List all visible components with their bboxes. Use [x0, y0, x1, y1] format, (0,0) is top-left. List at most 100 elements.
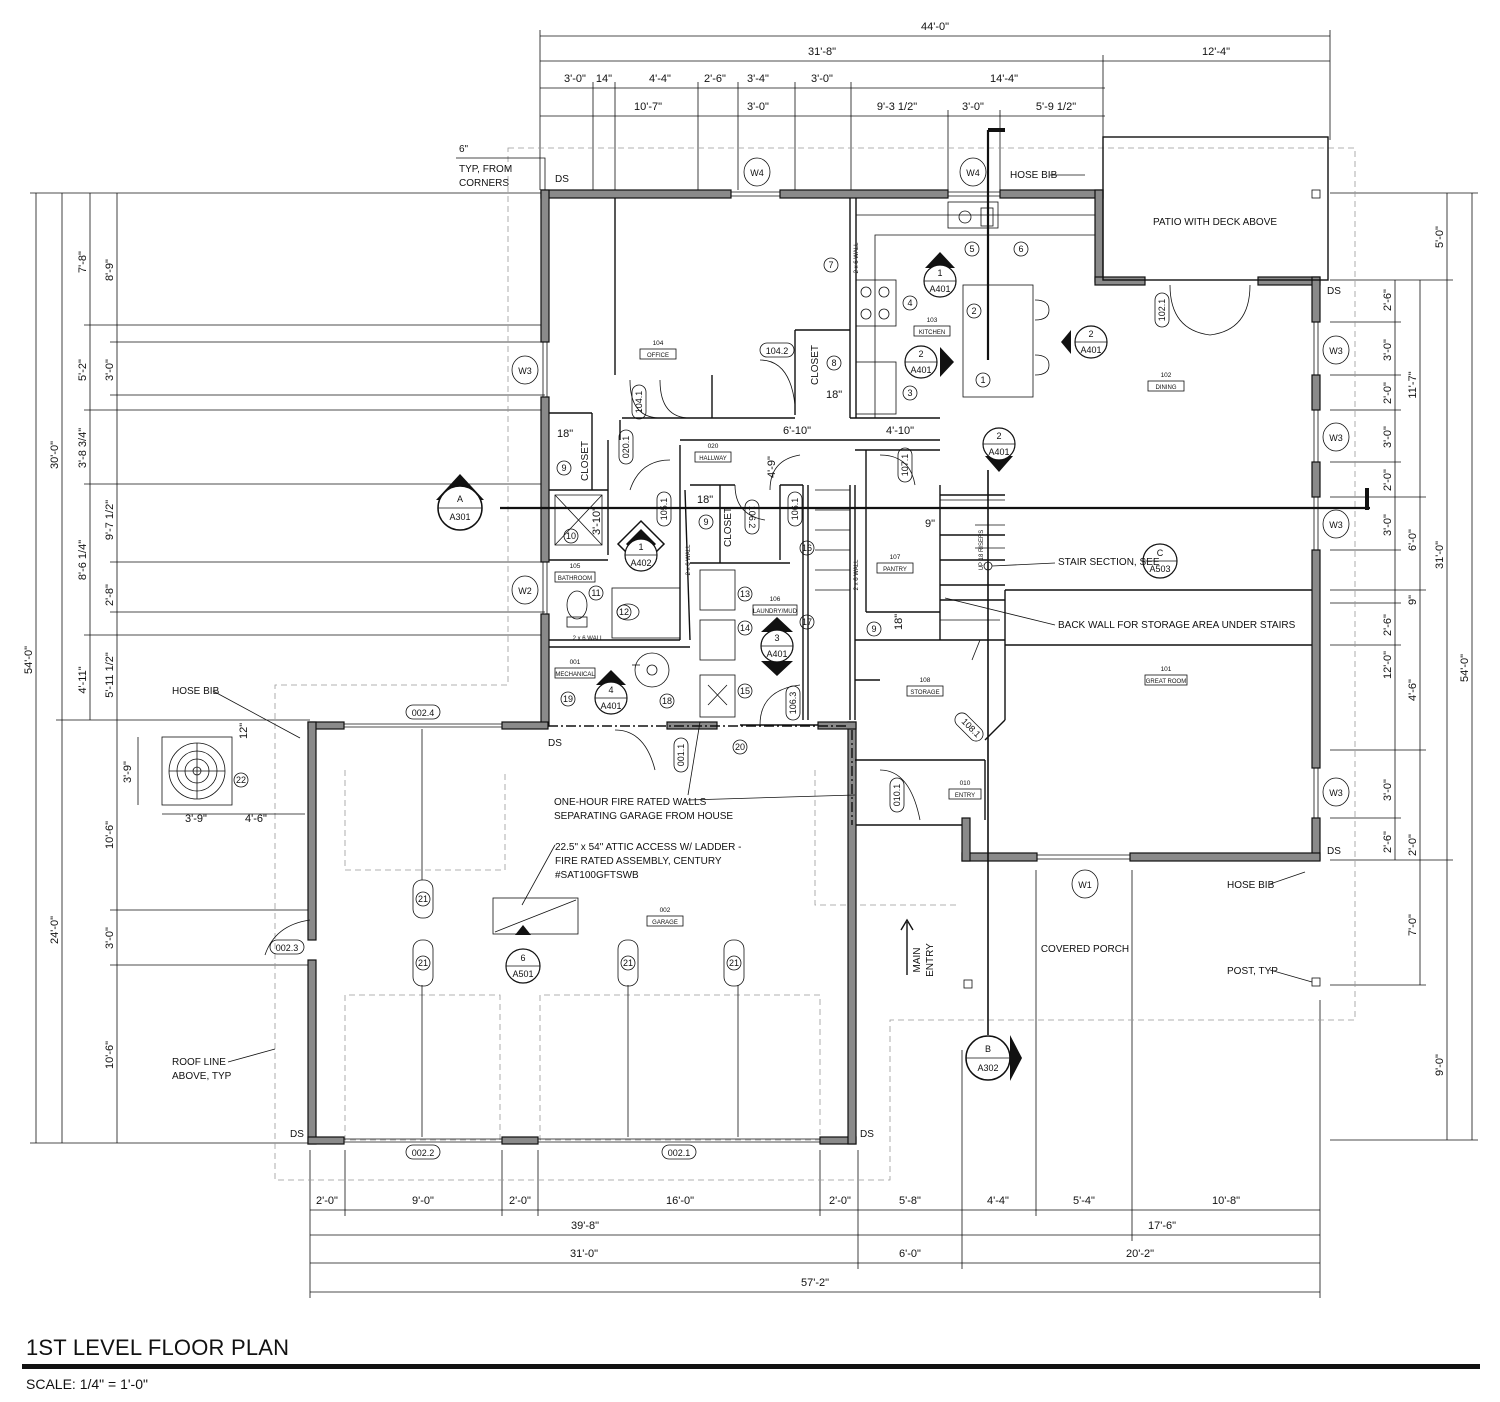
window-tag: W3 — [511, 355, 539, 385]
window-tag: W3 — [1322, 422, 1350, 452]
svg-text:W3: W3 — [1329, 520, 1343, 530]
note-hose-bib-left: HOSE BIB — [172, 686, 220, 697]
dim-right-c4-0: 2'-6" — [1382, 289, 1394, 311]
svg-text:A401: A401 — [929, 284, 950, 294]
dim-left-c4-3: 2'-8" — [104, 584, 116, 606]
door-tag-002-4: 002.4 — [405, 704, 441, 720]
door-tag-106-1: 106.1 — [787, 491, 803, 527]
svg-text:6: 6 — [520, 953, 525, 963]
roof-line-outline — [274, 147, 1356, 1181]
note-ds-4: DS — [548, 738, 562, 749]
note-ds-1: DS — [555, 174, 569, 185]
svg-text:A: A — [457, 494, 463, 504]
dim-bot-5: 5'-8" — [899, 1195, 921, 1207]
dim-right-c2-1: 31'-0" — [1434, 541, 1446, 569]
svg-text:GARAGE: GARAGE — [652, 920, 678, 926]
dim-right-c3-1: 6'-0" — [1407, 529, 1419, 551]
dim-right-c4-5: 3'-0" — [1382, 514, 1394, 536]
svg-text:B: B — [985, 1044, 991, 1054]
keynote-3: 3 — [902, 385, 918, 401]
svg-text:MECHANICAL: MECHANICAL — [555, 672, 595, 678]
window-tag: W4 — [959, 157, 987, 187]
note-back-wall: BACK WALL FOR STORAGE AREA UNDER STAIRS — [1058, 620, 1296, 631]
dim-top-row2-b: 12'-4" — [1202, 46, 1230, 58]
window-tag: W1 — [1071, 869, 1099, 899]
svg-text:103: 103 — [927, 317, 938, 324]
svg-text:11: 11 — [591, 588, 600, 598]
keynote-21-a: 21 — [412, 879, 434, 919]
dim-bot-2: 2'-0" — [509, 1195, 531, 1207]
note-hose-bib-top: HOSE BIB — [1010, 170, 1058, 181]
svg-text:W3: W3 — [518, 366, 532, 376]
keynote-4: 4 — [902, 295, 918, 311]
svg-text:21: 21 — [418, 958, 428, 968]
elev-marker-2-a401-section: 2 A401 — [982, 427, 1016, 472]
svg-text:A302: A302 — [977, 1063, 998, 1073]
dim-3-9-v: 3'-9" — [122, 761, 134, 783]
dim-18-a: 18" — [557, 428, 573, 440]
section-marker-a503: C A503 — [1142, 543, 1178, 579]
svg-text:4: 4 — [907, 298, 912, 308]
svg-text:2: 2 — [996, 431, 1001, 441]
svg-text:ENTRY: ENTRY — [955, 793, 975, 799]
door-tag-108-1: 108.1 — [954, 712, 984, 742]
svg-text:3: 3 — [774, 633, 779, 643]
note-covered-porch: COVERED PORCH — [1041, 944, 1129, 955]
dim-3-10: 3'-10" — [591, 507, 603, 535]
svg-text:9: 9 — [871, 624, 876, 634]
keynote-11: 11 — [588, 585, 604, 601]
dim-bot-r2-0: 39'-8" — [571, 1220, 599, 1232]
door-tag-106-3: 106.3 — [785, 685, 801, 721]
dim-left-c4-0: 8'-9" — [104, 259, 116, 281]
note-corner-typ: TYP, FROM — [459, 164, 512, 175]
svg-text:DINING: DINING — [1156, 385, 1177, 391]
svg-text:4: 4 — [608, 685, 613, 695]
svg-text:A401: A401 — [600, 701, 621, 711]
dim-left-c3-0: 7'-8" — [77, 251, 89, 273]
svg-text:5: 5 — [969, 244, 974, 254]
top-dimensions: 44'-0" 31'-8" 12'-4" 3'-0" 14" 4'-4" 2'-… — [539, 21, 1331, 190]
keynote-9b: 9 — [698, 514, 714, 530]
door-tag-102-1: 102.1 — [1154, 292, 1170, 328]
svg-text:PANTRY: PANTRY — [883, 567, 907, 573]
dim-left-c4-4: 5'-11 1/2" — [104, 652, 116, 698]
dim-right-c4-2: 2'-0" — [1382, 382, 1394, 404]
title-rule — [22, 1364, 1480, 1369]
note-corner-corners: CORNERS — [459, 178, 509, 189]
note-attic-3: #SAT100GFTSWB — [555, 870, 639, 881]
note-2x6-1: 2 x 6 WALL — [854, 242, 860, 273]
svg-text:002.1: 002.1 — [668, 1148, 691, 1158]
elev-marker-2-a401-dining: 2 A401 — [1061, 325, 1108, 359]
dim-top-row4-3: 3'-0" — [962, 101, 984, 113]
svg-text:108.1: 108.1 — [960, 716, 983, 739]
svg-text:18: 18 — [662, 696, 672, 706]
svg-text:107: 107 — [890, 554, 901, 561]
keynote-15: 15 — [737, 683, 753, 699]
svg-text:002.4: 002.4 — [412, 708, 435, 718]
svg-text:21: 21 — [729, 958, 739, 968]
svg-text:A401: A401 — [910, 365, 931, 375]
svg-text:21: 21 — [418, 894, 428, 904]
note-stair-risers: UP 18 RISERS — [979, 530, 985, 571]
stair — [940, 499, 1005, 661]
svg-text:105.1: 105.1 — [659, 498, 669, 521]
keynote-9: 9 — [556, 460, 572, 476]
condenser-unit — [161, 736, 233, 806]
window-tags: W4 W4 W3 W2 W3 W3 W3 W3 W1 — [511, 157, 1350, 899]
svg-text:W4: W4 — [966, 168, 980, 178]
dim-top-row2-a: 31'-8" — [808, 46, 836, 58]
svg-text:105: 105 — [570, 563, 581, 570]
dim-bot-0: 2'-0" — [316, 1195, 338, 1207]
note-roof-line-1: ROOF LINE — [172, 1057, 226, 1068]
keynote-5: 5 — [964, 241, 980, 257]
elev-marker-3-a401: 3 A401 — [760, 617, 794, 676]
keynote-21-b: 21 — [412, 939, 434, 987]
svg-text:W4: W4 — [750, 168, 764, 178]
door-tag-105-1: 105.1 — [656, 491, 672, 527]
